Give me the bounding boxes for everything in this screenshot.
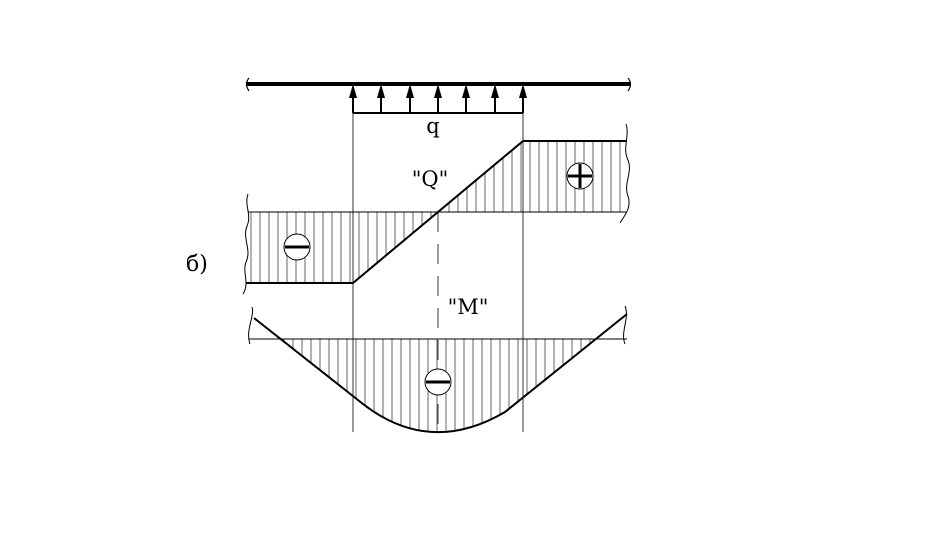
load-arrow-head	[462, 84, 470, 98]
part-label: б)	[186, 252, 208, 277]
load-arrow-head	[519, 84, 527, 98]
shear-plus-sign	[566, 162, 594, 190]
shear-curve	[246, 140, 627, 284]
load-arrow-head	[377, 84, 385, 98]
load-arrow-head	[491, 84, 499, 98]
shear-minus-sign	[283, 233, 311, 261]
moment-curve	[253, 313, 628, 434]
moment-label: "M"	[448, 295, 489, 319]
moment-minus-sign	[424, 368, 452, 396]
load-arrow-head	[349, 84, 357, 98]
shear-diagram-hatching	[250, 141, 621, 283]
beam	[245, 77, 632, 92]
reference-lines	[352, 113, 524, 432]
shear-right-break-mark	[619, 123, 630, 224]
beam-right-break-mark	[627, 77, 632, 92]
shear-label: "Q"	[412, 167, 449, 191]
load-label: q	[426, 114, 439, 138]
load-arrow-head	[406, 84, 414, 98]
moment-right-break-mark	[623, 305, 627, 345]
load-arrow-head	[434, 84, 442, 98]
shear-left-break-mark	[242, 193, 250, 295]
shear-diagram	[242, 123, 630, 295]
moment-left-break-mark	[248, 306, 254, 345]
distributed-load	[349, 84, 527, 114]
moment-diagram	[248, 305, 628, 434]
beam-left-break-mark	[245, 77, 250, 92]
